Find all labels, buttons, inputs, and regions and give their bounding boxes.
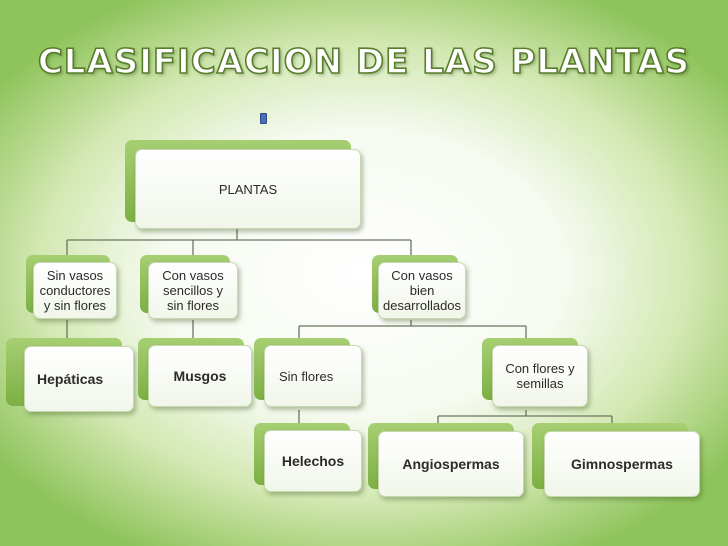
node-plantas-label: PLANTAS	[135, 149, 361, 229]
page-title: CLASIFICACION DE LAS PLANTAS	[37, 41, 691, 83]
node-hepaticas-label: Hepáticas	[24, 346, 134, 412]
node-musgos-label: Musgos	[148, 345, 252, 407]
node-gimnospermas-label: Gimnospermas	[544, 431, 700, 497]
node-angiospermas-label: Angiospermas	[378, 431, 524, 497]
node-sin-flores-label: Sin flores	[264, 345, 362, 407]
node-con-vasos-sencillos-label: Con vasos sencillos y sin flores	[148, 262, 238, 319]
node-helechos-label: Helechos	[264, 430, 362, 492]
node-con-vasos-desarrollados-label: Con vasos bien desarrollados	[378, 262, 466, 319]
slide-marker	[260, 113, 267, 124]
node-con-flores-label: Con flores y semillas	[492, 345, 588, 407]
node-sin-vasos-label: Sin vasos conductores y sin flores	[33, 262, 117, 319]
